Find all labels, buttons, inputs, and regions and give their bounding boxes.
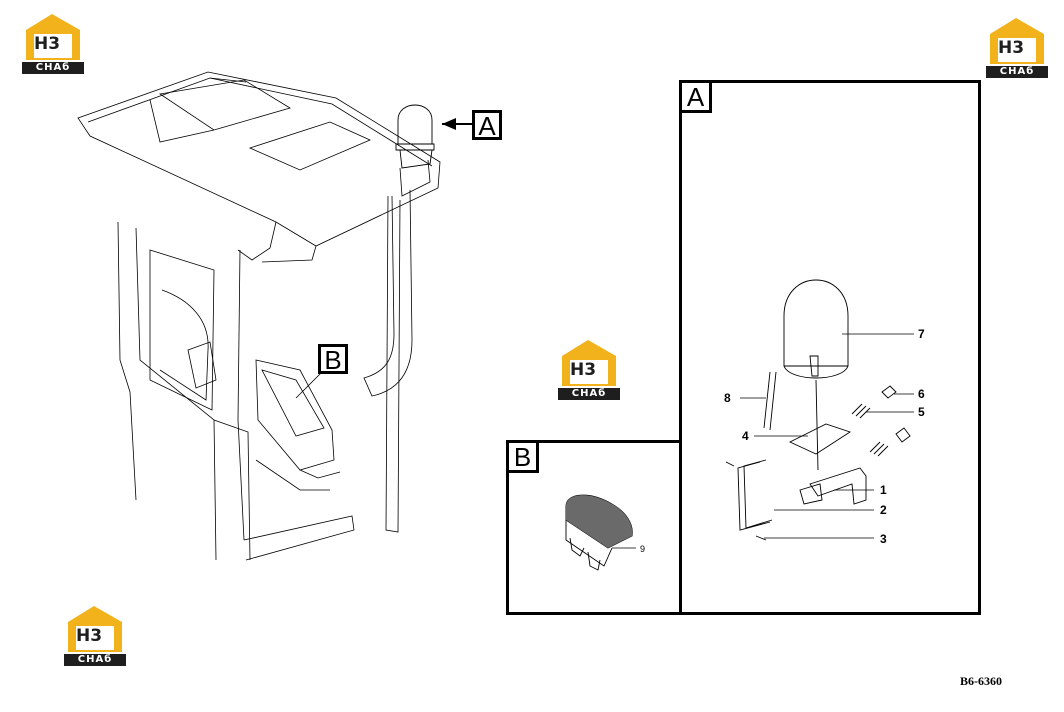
- brand-logo-center: H3 CHAб: [558, 338, 622, 400]
- house-mark-icon: [562, 340, 616, 386]
- callout-a: A: [472, 110, 502, 140]
- detail-b-letter: B: [509, 443, 539, 473]
- detail-a-frame: A: [679, 80, 981, 615]
- part-number-7: 7: [918, 327, 925, 341]
- logo-caption: CHAб: [558, 388, 620, 400]
- logo-mark-text: H3: [76, 626, 103, 646]
- callout-b: B: [318, 344, 348, 374]
- logo-caption: CHAб: [64, 654, 126, 666]
- logo-mark-text: H3: [998, 38, 1025, 58]
- logo-mark-text: H3: [34, 34, 61, 54]
- house-mark-icon: [990, 18, 1044, 64]
- part-number-9: 9: [640, 544, 646, 554]
- logo-caption: CHAб: [986, 66, 1048, 78]
- brand-logo-top-right: H3 CHAб: [986, 16, 1050, 78]
- detail-a-letter: A: [682, 83, 712, 113]
- part-number-3: 3: [880, 532, 887, 546]
- part-number-6: 6: [918, 387, 925, 401]
- brand-logo-bottom-left: H3 CHAб: [64, 604, 128, 666]
- logo-mark-text: H3: [570, 360, 597, 380]
- part-number-5: 5: [918, 405, 925, 419]
- detail-b-frame: B: [506, 440, 682, 615]
- house-mark-icon: [26, 14, 80, 60]
- part-number-1: 1: [880, 483, 887, 497]
- drawing-code: B6-6360: [960, 674, 1002, 688]
- logo-caption: CHAб: [22, 62, 84, 74]
- part-number-4: 4: [742, 429, 749, 443]
- part-number-8: 8: [724, 391, 731, 405]
- house-mark-icon: [68, 606, 122, 652]
- brand-logo-top-left: H3 CHAб: [22, 12, 86, 74]
- part-number-2: 2: [880, 503, 887, 517]
